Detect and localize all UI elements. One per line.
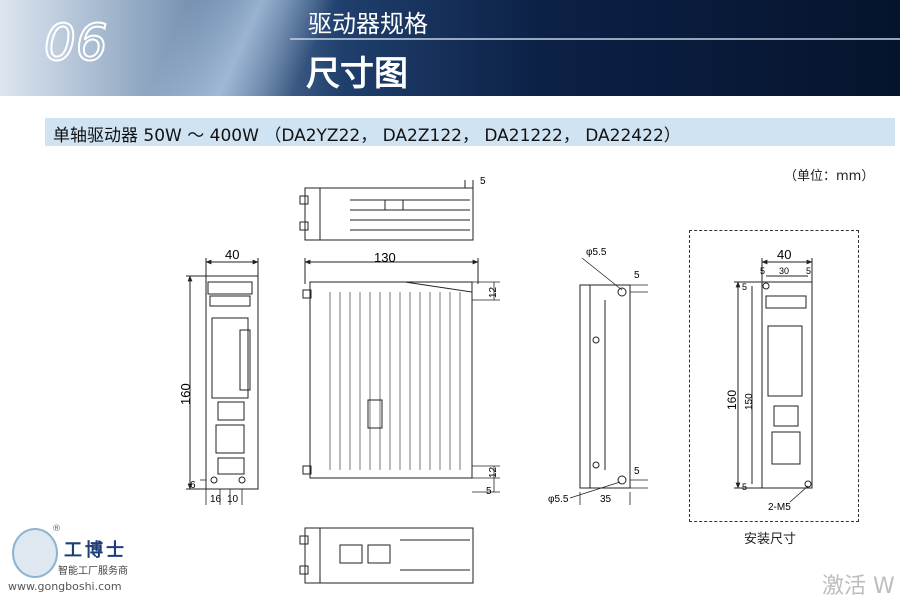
side-dim-bottom-right: 12 bbox=[488, 466, 499, 478]
front-width-label: 40 bbox=[225, 247, 239, 262]
logo-subtitle: 智能工厂服务商 bbox=[58, 566, 128, 577]
logo-brand: 工博士 bbox=[64, 540, 127, 561]
mount-width-dim bbox=[761, 258, 813, 282]
front-dim-bottom-c: 10 bbox=[227, 494, 239, 505]
front-dim-bottom-a: 6 bbox=[190, 480, 196, 491]
mount-bottom-offset: 5 bbox=[742, 482, 747, 492]
side-width-dim bbox=[304, 258, 479, 284]
logo-site: www.gongboshi.com bbox=[8, 580, 122, 593]
bottom-view bbox=[299, 527, 474, 584]
front-dim-bottom-b: 16 bbox=[210, 494, 222, 505]
header-divider bbox=[290, 38, 900, 40]
rear-depth: 35 bbox=[600, 494, 612, 505]
mount-left-label: 5 bbox=[760, 266, 765, 276]
mascot-icon bbox=[12, 528, 58, 578]
mount-screws-label: 2-M5 bbox=[768, 502, 791, 513]
header-banner: 06 驱动器规格 尺寸图 bbox=[0, 0, 900, 96]
front-height-dim bbox=[186, 275, 206, 490]
section-title: 驱动器规格 bbox=[308, 10, 428, 38]
mount-height-dim bbox=[734, 281, 762, 489]
rear-hole-top: φ5.5 bbox=[586, 247, 607, 258]
header-shine bbox=[130, 0, 380, 96]
mount-caption: 安装尺寸 bbox=[744, 532, 797, 547]
registered-mark: ® bbox=[52, 524, 61, 534]
mount-pitch-v-label: 150 bbox=[744, 393, 755, 410]
section-bar-title: 单轴驱动器 50W ～ 400W （DA2YZ22， DA2Z122， DA21… bbox=[53, 126, 681, 146]
side-width-label: 130 bbox=[374, 250, 396, 265]
top-view-dim-right: 5 bbox=[480, 176, 486, 187]
mount-pitch-label: 30 bbox=[779, 266, 789, 276]
activation-watermark: 激活 W bbox=[822, 574, 895, 599]
mount-height-label: 160 bbox=[725, 390, 739, 410]
rear-dim-top: 5 bbox=[634, 270, 640, 281]
chapter-number: 06 bbox=[43, 13, 109, 73]
mount-view bbox=[761, 281, 813, 489]
section-bar: 单轴驱动器 50W ～ 400W （DA2YZ22， DA2Z122， DA21… bbox=[45, 118, 895, 146]
rear-hole-bottom: φ5.5 bbox=[548, 494, 569, 505]
unit-note: （单位：mm） bbox=[784, 169, 875, 184]
side-view bbox=[302, 281, 473, 479]
top-view bbox=[299, 180, 474, 241]
logo: ® 工博士 智能工厂服务商 www.gongboshi.com bbox=[4, 524, 144, 602]
front-height-label: 160 bbox=[178, 383, 193, 405]
mount-right-label: 5 bbox=[806, 266, 811, 276]
mount-width-label: 40 bbox=[777, 247, 791, 262]
front-width-dim bbox=[205, 258, 259, 276]
side-dim-bottom-small: 5 bbox=[486, 486, 492, 497]
side-dim-top-right: 12 bbox=[488, 286, 499, 298]
rear-dim-bottom: 5 bbox=[634, 466, 640, 477]
rear-view bbox=[579, 284, 631, 489]
mount-frame bbox=[689, 230, 859, 522]
page-title: 尺寸图 bbox=[306, 54, 408, 94]
mount-top-offset: 5 bbox=[742, 282, 747, 292]
front-view bbox=[205, 275, 259, 490]
